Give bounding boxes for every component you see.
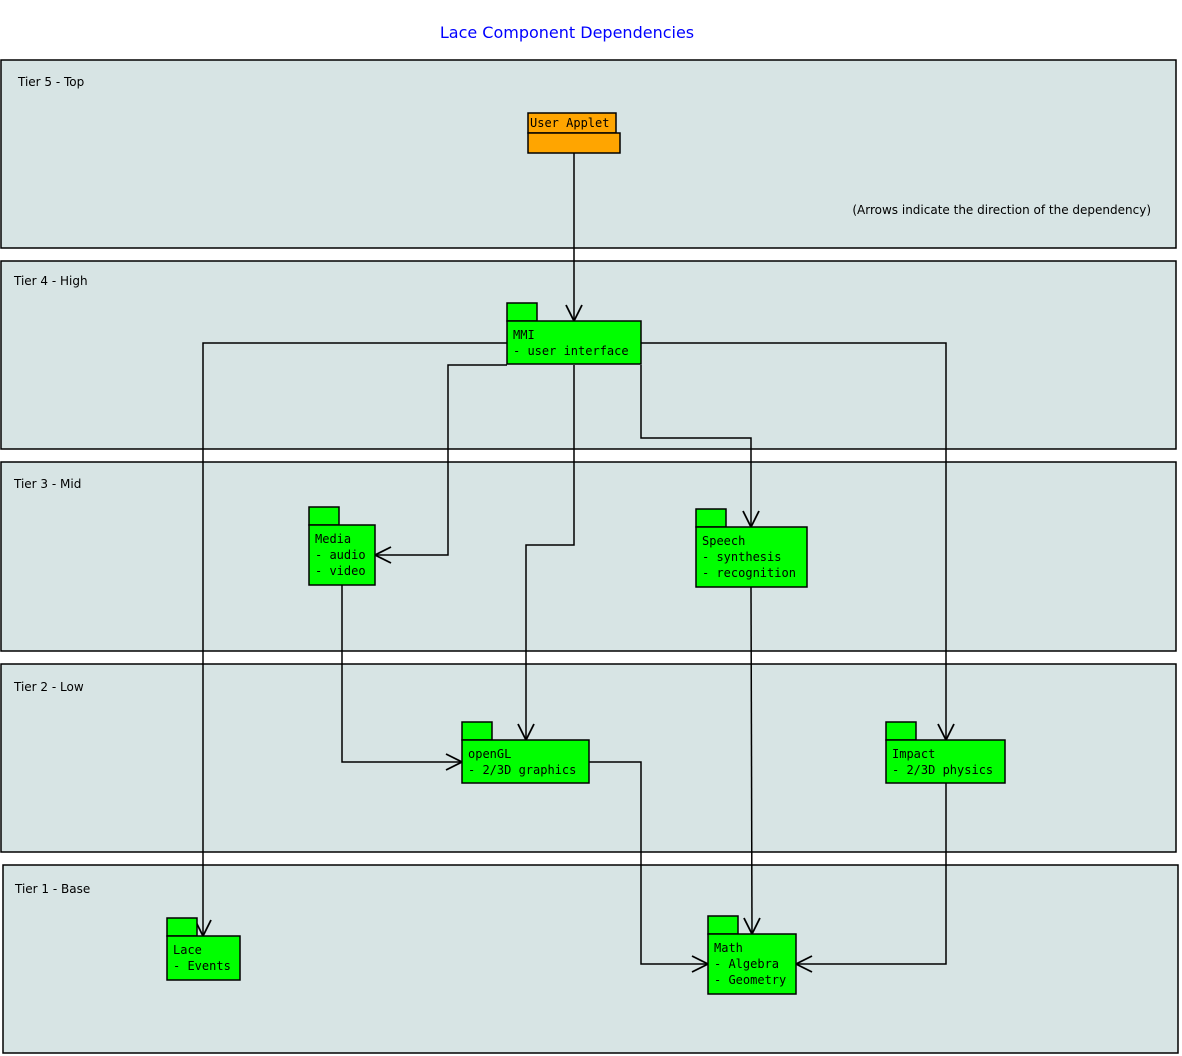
package-mmi[interactable]: MMI - user interface xyxy=(506,302,642,365)
package-media[interactable]: Media - audio - video xyxy=(308,506,376,586)
dependency-arrow-opengl-to-math xyxy=(589,761,708,964)
package-description: - synthesis xyxy=(702,550,781,564)
dependency-arrow-impact-to-math xyxy=(796,783,947,964)
package-name: Media xyxy=(315,532,351,546)
package-speech[interactable]: Speech - synthesis - recognition xyxy=(695,508,808,588)
package-body xyxy=(695,526,808,588)
tier-label: Tier 1 - Base xyxy=(14,882,90,896)
tier-5: Tier 5 - Top xyxy=(0,59,1177,249)
package-description: - 2/3D physics xyxy=(892,763,993,777)
dependency-arrow-mmi-to-impact xyxy=(641,342,946,740)
package-description: - recognition xyxy=(702,566,796,580)
package-body xyxy=(707,933,797,995)
package-name: Math xyxy=(714,941,743,955)
package-impact[interactable]: Impact - 2/3D physics xyxy=(885,721,1006,784)
package-name: Lace xyxy=(173,943,202,957)
package-description: - Algebra xyxy=(714,957,779,971)
dependency-arrow-mmi-to-lace xyxy=(203,342,507,936)
package-description: - 2/3D graphics xyxy=(468,763,576,777)
dependency-edges xyxy=(203,153,946,964)
tier-label: Tier 4 - High xyxy=(13,274,88,288)
dependency-arrow-mmi-to-opengl xyxy=(526,365,575,740)
package-tab xyxy=(308,506,340,526)
package-tab xyxy=(885,721,917,741)
package-description: - user interface xyxy=(513,344,629,358)
dependency-arrow-media-to-opengl xyxy=(341,585,462,762)
package-description: - video xyxy=(315,564,366,578)
package-description: - audio xyxy=(315,548,366,562)
package-name: User Applet xyxy=(530,116,609,130)
package-name: Speech xyxy=(702,534,745,548)
tier-label: Tier 2 - Low xyxy=(13,680,84,694)
package-user-applet[interactable]: User Applet xyxy=(527,112,621,154)
package-math[interactable]: Math - Algebra - Geometry xyxy=(707,915,797,995)
package-opengl[interactable]: openGL - 2/3D graphics xyxy=(461,721,590,784)
package-name: Impact xyxy=(892,747,935,761)
tier-label: Tier 5 - Top xyxy=(17,75,84,89)
package-body xyxy=(308,524,376,586)
package-tab xyxy=(707,915,739,935)
package-body xyxy=(506,320,642,365)
arrow-note: (Arrows indicate the direction of the de… xyxy=(852,203,1151,217)
package-description: - Geometry xyxy=(714,973,786,987)
package-name: MMI xyxy=(513,328,535,342)
package-tab xyxy=(506,302,538,322)
package-tab xyxy=(695,508,727,528)
dependency-arrow-mmi-to-speech xyxy=(640,365,751,527)
package-description: - Events xyxy=(173,959,231,973)
dependency-arrow-speech-to-math xyxy=(751,586,752,934)
tier-label: Tier 3 - Mid xyxy=(13,477,81,491)
package-tab xyxy=(461,721,493,741)
package-body xyxy=(885,739,1006,784)
package-body xyxy=(166,935,241,981)
package-body xyxy=(461,739,590,784)
package-tab xyxy=(166,917,198,937)
package-lace[interactable]: Lace - Events xyxy=(166,917,241,981)
tier-3: Tier 3 - Mid xyxy=(0,461,1177,652)
dependency-arrow-mmi-to-media xyxy=(375,364,507,555)
package-name: openGL xyxy=(468,747,511,761)
diagram-title: Lace Component Dependencies xyxy=(440,23,694,42)
